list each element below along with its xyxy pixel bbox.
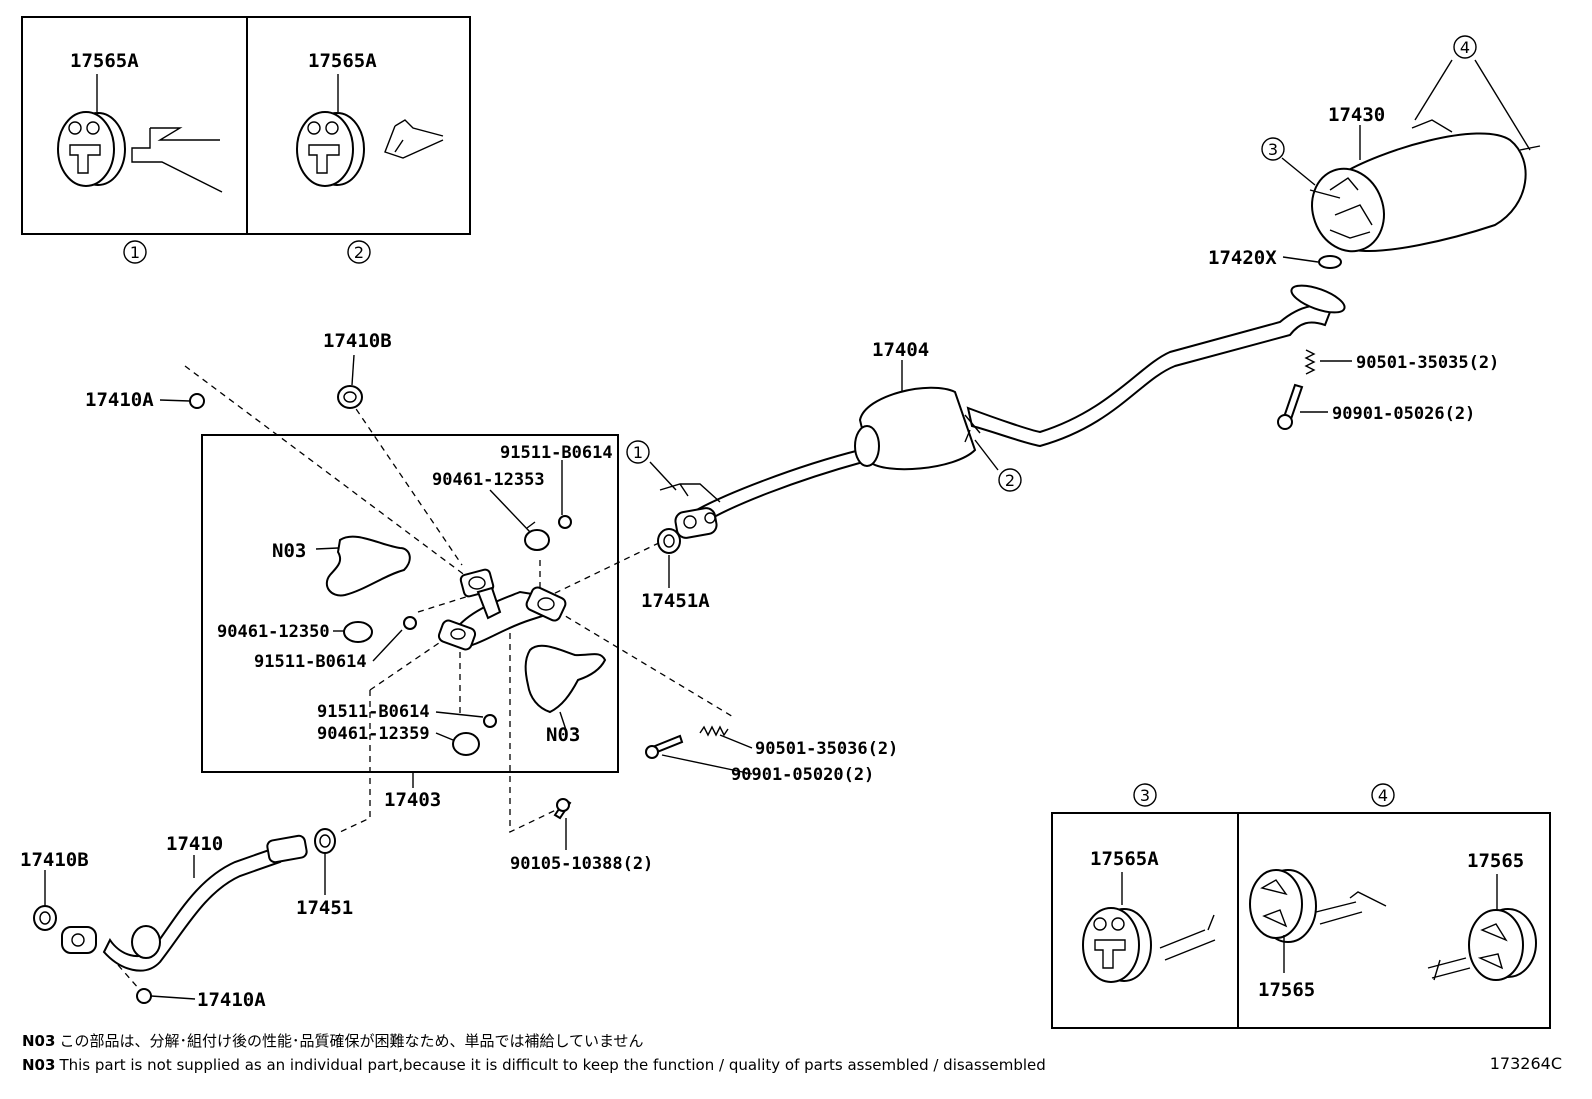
label-17410: 17410 xyxy=(166,833,223,855)
label-17410A-top: 17410A xyxy=(85,389,154,411)
gasket-17451A xyxy=(657,528,681,554)
ref-marker-4-top: 4 xyxy=(1460,38,1470,57)
ref-marker-3: 3 xyxy=(1140,786,1150,805)
inset-hanger-2: 17565A xyxy=(246,16,471,235)
label-17451A: 17451A xyxy=(641,590,710,612)
label-hanger-2: 17565A xyxy=(308,50,377,72)
label-hanger-4-top: 17565 xyxy=(1467,850,1524,872)
clamp-hardware xyxy=(343,515,572,756)
label-17420X: 17420X xyxy=(1208,247,1277,269)
label-hanger-1: 17565A xyxy=(70,50,139,72)
nut-17410A-bottom xyxy=(136,988,152,1004)
label-90501-35035: 90501-35035(2) xyxy=(1356,353,1499,373)
nut-17410A-top xyxy=(189,393,205,409)
inset-hanger-4: 17565 17565 xyxy=(1237,812,1551,1029)
gasket-17410B-top xyxy=(337,385,363,409)
label-91511-B0614-a: 91511-B0614 xyxy=(500,443,613,463)
label-hanger-3: 17565A xyxy=(1090,848,1159,870)
ref-marker-4: 4 xyxy=(1378,786,1388,805)
label-90501-35036: 90501-35036(2) xyxy=(755,739,898,759)
diagram-code: 173264C xyxy=(1489,1054,1562,1073)
front-pipe-assembly-box xyxy=(201,434,619,773)
ref-marker-3-top: 3 xyxy=(1268,140,1278,159)
label-17403: 17403 xyxy=(384,789,441,811)
front-pipe-y-part xyxy=(437,568,567,651)
label-90105-10388: 90105-10388(2) xyxy=(510,854,653,874)
inset-hanger-3: 17565A xyxy=(1051,812,1239,1029)
label-90461-12350: 90461-12350 xyxy=(217,622,330,642)
label-90901-05020: 90901-05020(2) xyxy=(731,765,874,785)
label-90461-12353: 90461-12353 xyxy=(432,470,545,490)
spring-front xyxy=(699,725,729,737)
label-17410B-top: 17410B xyxy=(323,330,392,352)
label-17451: 17451 xyxy=(296,897,353,919)
ref-marker-2: 2 xyxy=(354,243,364,262)
gasket-17410B-bottom xyxy=(33,905,57,931)
heat-insulator-top xyxy=(325,535,411,597)
callout-leaders xyxy=(44,59,1531,1000)
label-N03-bottom: N03 xyxy=(546,724,580,746)
center-pipe-17404 xyxy=(659,284,1346,539)
label-90461-12359: 90461-12359 xyxy=(317,724,430,744)
label-17430: 17430 xyxy=(1328,104,1385,126)
ref-marker-1: 1 xyxy=(130,243,140,262)
label-17410A-bottom: 17410A xyxy=(197,989,266,1011)
label-N03-top: N03 xyxy=(272,540,306,562)
label-90901-05026: 90901-05026(2) xyxy=(1332,404,1475,424)
inset-hanger-1: 17565A xyxy=(21,16,248,235)
label-hanger-4-bottom: 17565 xyxy=(1258,979,1315,1001)
label-17410B-bottom: 17410B xyxy=(20,849,89,871)
heat-insulator-bottom xyxy=(524,644,607,714)
gasket-17451 xyxy=(314,828,336,854)
spring-rear xyxy=(1304,349,1316,375)
ref-marker-1-pipe: 1 xyxy=(633,443,643,462)
label-17404: 17404 xyxy=(872,339,929,361)
label-91511-B0614-c: 91511-B0614 xyxy=(317,702,430,722)
label-91511-B0614-b: 91511-B0614 xyxy=(254,652,367,672)
tail-muffler-17430 xyxy=(1309,119,1541,269)
front-pipe-17410 xyxy=(61,834,308,972)
ref-marker-2-pipe: 2 xyxy=(1005,471,1015,490)
